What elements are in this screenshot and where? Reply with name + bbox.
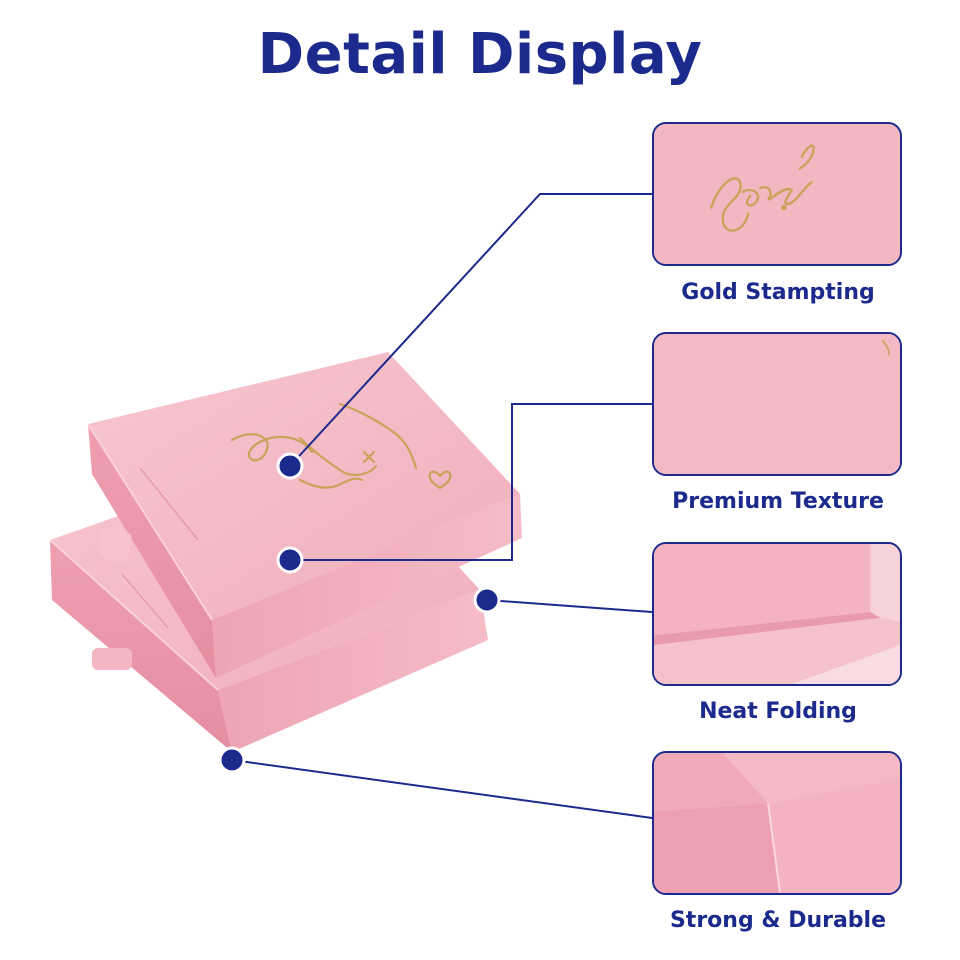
callout-dots	[218, 452, 501, 774]
caption-strong-durable: Strong & Durable	[669, 908, 887, 933]
gold-stamping-logo	[230, 402, 452, 490]
upper-box	[87, 352, 522, 678]
caption-premium-texture: Premium Texture	[672, 489, 884, 514]
callout-dot-strong-durable	[218, 746, 246, 774]
callout-dot-premium-texture	[276, 546, 304, 574]
gold-edge-detail-icon	[881, 339, 890, 356]
small-print-lines	[121, 467, 199, 629]
gold-script-closeup-icon	[709, 144, 815, 232]
lower-pull-tab	[92, 648, 132, 670]
callout-dot-neat-folding	[473, 586, 501, 614]
caption-gold-stamping: Gold Stampting	[681, 280, 875, 305]
callout-lines	[231, 193, 653, 819]
upper-pull-tab	[100, 527, 132, 562]
page-title: Detail Display	[257, 22, 703, 87]
detail-panel-premium-texture	[652, 332, 902, 476]
callout-dot-gold-stamping	[276, 452, 304, 480]
detail-panel-strong-durable	[652, 751, 902, 895]
detail-panel-gold-stamping	[652, 122, 902, 266]
detail-panel-neat-folding	[652, 542, 902, 686]
caption-neat-folding: Neat Folding	[699, 699, 857, 724]
